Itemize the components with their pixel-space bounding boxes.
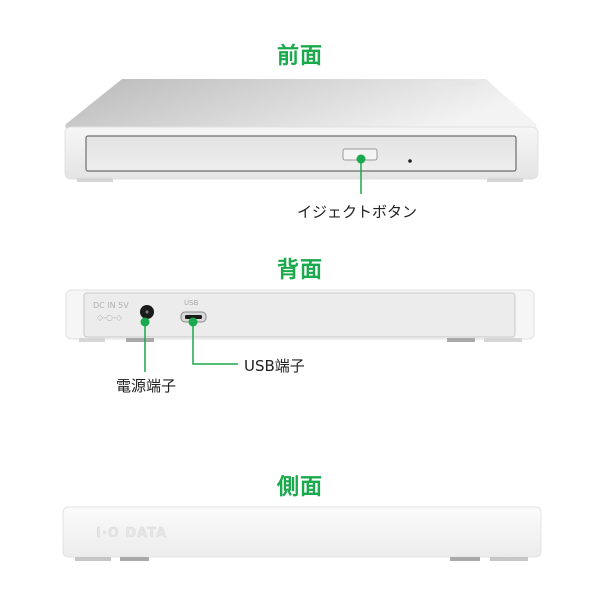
foot <box>77 178 113 182</box>
usb-callout-pointer <box>188 317 238 365</box>
disc-tray <box>85 135 517 172</box>
top-logo <box>433 81 477 87</box>
micro-usb-port <box>185 315 202 319</box>
access-indicator <box>408 159 412 163</box>
power-callout-pointer <box>140 317 150 372</box>
back-view-drive: DC IN 5V ◇-○-◇ USB <box>65 289 535 342</box>
usb-marking: USB <box>184 299 199 307</box>
polarity-symbol: ◇-○-◇ <box>97 313 123 322</box>
back-view-title: 背面 <box>276 258 323 283</box>
dc-in-marking: DC IN 5V <box>93 301 129 310</box>
eject-button-label: イジェクトボタン <box>297 203 418 221</box>
eject-callout-pointer <box>356 154 366 194</box>
power-port-label: 電源端子 <box>116 377 177 395</box>
usb-port-label: USB端子 <box>244 357 305 375</box>
side-view-drive: I·O DATA <box>62 506 542 561</box>
side-view-title: 側面 <box>276 475 323 500</box>
front-view-title: 前面 <box>276 44 323 69</box>
foot <box>487 178 523 182</box>
front-view-drive <box>64 79 539 182</box>
brand-logo: I·O DATA <box>96 526 167 541</box>
